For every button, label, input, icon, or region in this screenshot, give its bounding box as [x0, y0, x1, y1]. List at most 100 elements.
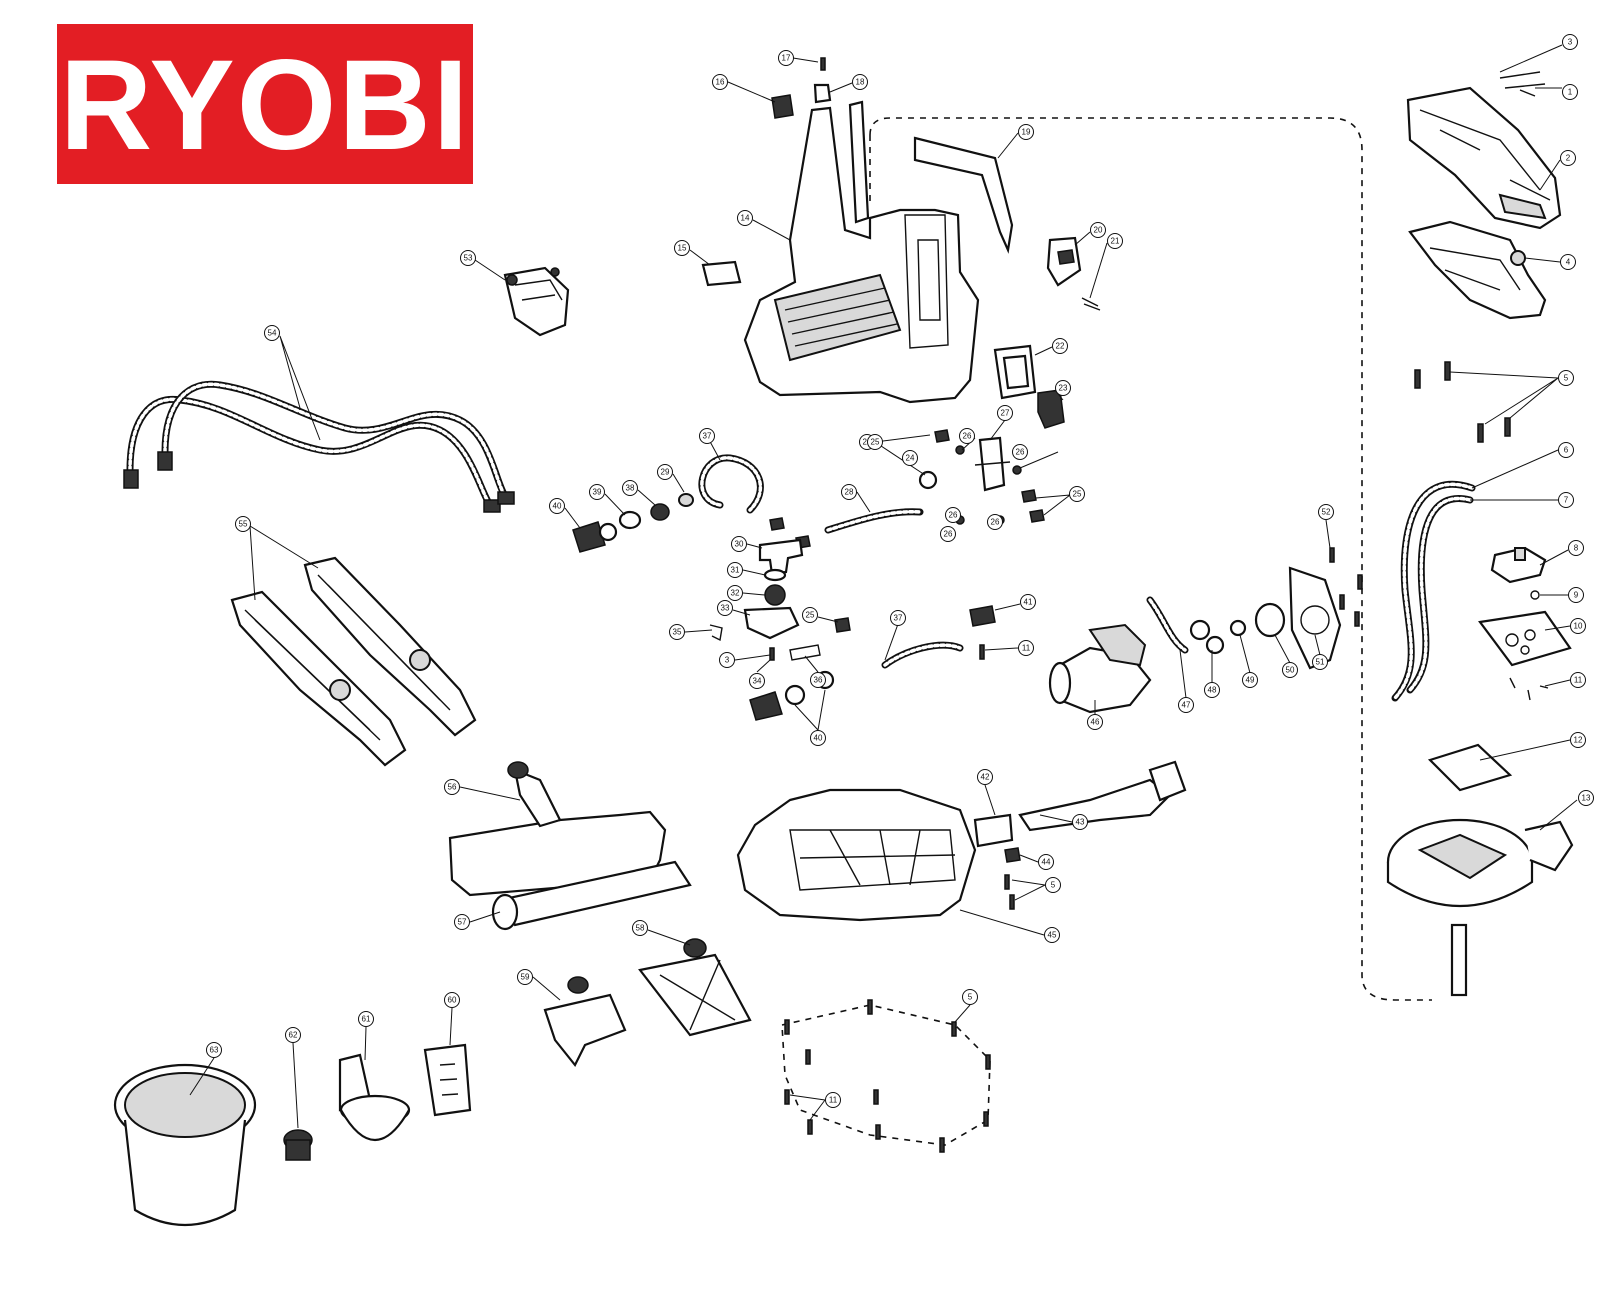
part-4-control-housing	[1408, 220, 1547, 320]
part-33-bracket	[743, 606, 800, 640]
callout-circle	[1178, 697, 1194, 713]
callout-27: 27	[997, 405, 1013, 421]
callout-11: 11	[1018, 640, 1034, 656]
callout-15: 15	[674, 240, 690, 256]
part-36-strap	[789, 644, 821, 661]
callout-number: 51	[1316, 658, 1325, 667]
callout-circle	[727, 585, 743, 601]
callout-10: 10	[1570, 618, 1586, 634]
callout-26: 26	[940, 526, 956, 542]
callout-number: 26	[949, 511, 958, 520]
callout-circle	[1020, 594, 1036, 610]
part-44-connector	[1004, 847, 1021, 863]
part-52-screws	[1329, 547, 1363, 627]
callout-circle	[1045, 877, 1061, 893]
part-55-spray-guns	[230, 556, 477, 767]
part-51-housing	[1288, 566, 1342, 670]
callout-29: 29	[657, 464, 673, 480]
callout-circle	[1090, 222, 1106, 238]
callout-circle	[778, 50, 794, 66]
callout-number: 54	[268, 329, 277, 338]
part-60-measuring-cup	[423, 1043, 472, 1117]
callout-number: 58	[636, 924, 645, 933]
callout-number: 11	[829, 1096, 838, 1105]
callout-number: 25	[806, 611, 815, 620]
callout-55: 55	[235, 516, 251, 532]
callout-circle	[987, 514, 1003, 530]
callout-number: 39	[593, 488, 602, 497]
ryobi-logo: RYOBI	[57, 24, 473, 184]
callout-number: 48	[1208, 686, 1217, 695]
callout-number: 46	[1091, 718, 1100, 727]
callout-12: 12	[1570, 732, 1586, 748]
callout-circle	[285, 1027, 301, 1043]
callout-circle	[1558, 442, 1574, 458]
callout-number: 42	[981, 773, 990, 782]
callout-circle	[727, 562, 743, 578]
callout-number: 41	[1024, 598, 1033, 607]
callout-number: 6	[1564, 446, 1569, 455]
callout-number: 47	[1182, 701, 1191, 710]
part-12-filter-pad	[1427, 743, 1513, 792]
part-11-screw	[979, 644, 985, 660]
callout-36: 36	[810, 672, 826, 688]
callout-16: 16	[712, 74, 728, 90]
part-59-edger	[543, 976, 627, 1068]
callout-circle	[1052, 338, 1068, 354]
callout-58: 58	[632, 920, 648, 936]
callout-59: 59	[517, 969, 533, 985]
callout-number: 29	[661, 468, 670, 477]
callout-28: 28	[841, 484, 857, 500]
callout-number: 38	[626, 484, 635, 493]
callout-circle	[1204, 682, 1220, 698]
callout-number: 30	[735, 540, 744, 549]
part-22-frame-window	[993, 344, 1037, 400]
callout-45: 45	[1044, 927, 1060, 943]
callout-number: 10	[1574, 622, 1583, 631]
part-50-disc	[1254, 602, 1286, 638]
part-61-funnel-cup	[338, 1053, 411, 1141]
part-29-coupler	[678, 493, 694, 507]
callout-circle	[1038, 854, 1054, 870]
part-17-screw	[820, 57, 826, 71]
part-27-valve	[974, 436, 1011, 492]
callout-circle	[1560, 150, 1576, 166]
callout-38: 38	[622, 480, 638, 496]
callout-20: 20	[1090, 222, 1106, 238]
part-6-7-hose	[1391, 480, 1476, 702]
callout-number: 16	[716, 78, 725, 87]
callout-number: 28	[845, 488, 854, 497]
callout-circle	[444, 779, 460, 795]
callout-number: 49	[1246, 676, 1255, 685]
callout-circle	[1562, 84, 1578, 100]
part-18-clip	[813, 83, 832, 104]
callout-circle	[235, 516, 251, 532]
part-16-latch	[771, 94, 794, 119]
part-13-lid	[1386, 818, 1574, 997]
group-outline	[869, 117, 1432, 1001]
callout-number: 14	[741, 214, 750, 223]
callout-8: 8	[1568, 540, 1584, 556]
part-54-spray-hoses	[123, 380, 515, 513]
callout-circle	[358, 1011, 374, 1027]
callout-number: 21	[1111, 237, 1120, 246]
callout-number: 5	[968, 993, 973, 1002]
callout-number: 25	[1073, 490, 1082, 499]
callout-25: 25	[867, 434, 883, 450]
callout-number: 17	[782, 54, 791, 63]
callout-number: 18	[856, 78, 865, 87]
callout-circle	[1012, 444, 1028, 460]
callout-number: 26	[991, 518, 1000, 527]
callout-circle	[1560, 254, 1576, 270]
callout-circle	[1312, 654, 1328, 670]
part-5-screws	[1414, 361, 1511, 443]
callout-11: 11	[825, 1092, 841, 1108]
part-8-switch-block	[1490, 546, 1547, 600]
callout-circle	[454, 914, 470, 930]
callout-37: 37	[699, 428, 715, 444]
callout-circle	[549, 498, 565, 514]
callout-circle	[657, 464, 673, 480]
callout-32: 32	[727, 585, 743, 601]
callout-number: 3	[725, 656, 730, 665]
